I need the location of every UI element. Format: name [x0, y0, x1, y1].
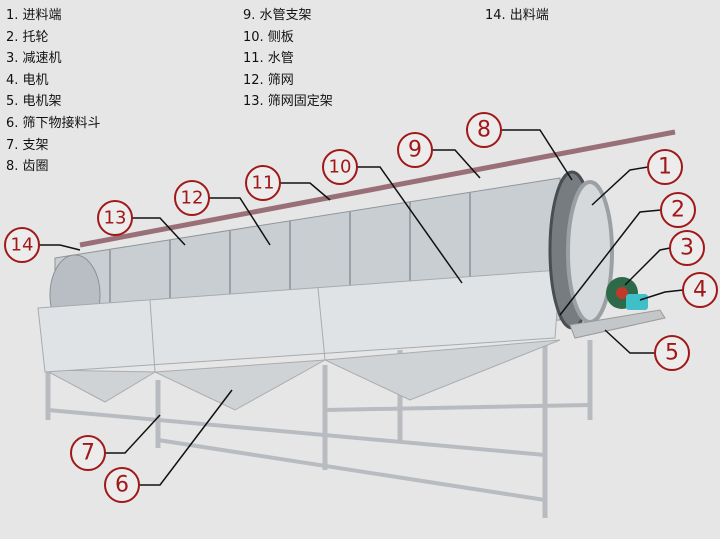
motor-frame [569, 309, 666, 339]
callout-3: 3 [680, 236, 694, 261]
legend-item: 6. 筛下物接料斗 [6, 115, 101, 131]
legend-item: 10. 侧板 [243, 29, 294, 45]
legend-item: 12. 筛网 [243, 72, 294, 88]
legend-item: 13. 筛网固定架 [243, 94, 333, 110]
legend-item: 9. 水管支架 [243, 8, 312, 23]
callout-13: 13 [104, 208, 127, 229]
callout-11: 11 [252, 173, 275, 194]
hopper [44, 339, 561, 411]
legend-item: 8. 齿圈 [6, 159, 49, 175]
legend-column-1: 1. 进料端 2. 托轮 3. 减速机 4. 电机 5. 电机架 6. 筛下物接… [6, 5, 101, 178]
legend-column-2: 9. 水管支架 10. 侧板 11. 水管 12. 筛网 13. 筛网固定架 [243, 5, 333, 113]
legend-item: 1. 进料端 [6, 8, 62, 23]
callout-14: 14 [11, 235, 34, 256]
legend-item: 5. 电机架 [6, 94, 62, 110]
callout-9: 9 [408, 138, 422, 163]
callout-1: 1 [658, 155, 672, 180]
callout-2: 2 [671, 198, 685, 223]
callout-8: 8 [477, 118, 491, 143]
callout-10: 10 [329, 157, 352, 178]
side-panel [37, 269, 561, 373]
motor [626, 294, 648, 310]
callout-6: 6 [115, 473, 129, 498]
callout-7: 7 [81, 441, 95, 466]
callout-4: 4 [693, 278, 707, 303]
legend-item: 7. 支架 [6, 137, 49, 153]
feed-end [566, 180, 614, 324]
callout-5: 5 [665, 341, 679, 366]
legend-column-3: 14. 出料端 [485, 5, 549, 27]
legend-item: 14. 出料端 [485, 8, 549, 23]
legend-item: 11. 水管 [243, 51, 294, 67]
callout-12: 12 [181, 188, 204, 209]
legend-item: 4. 电机 [6, 72, 49, 88]
legend-item: 2. 托轮 [6, 29, 49, 45]
callout-circles [4, 112, 718, 503]
legend-item: 3. 减速机 [6, 51, 62, 67]
callouts [39, 129, 684, 486]
water-pipe [79, 129, 676, 248]
